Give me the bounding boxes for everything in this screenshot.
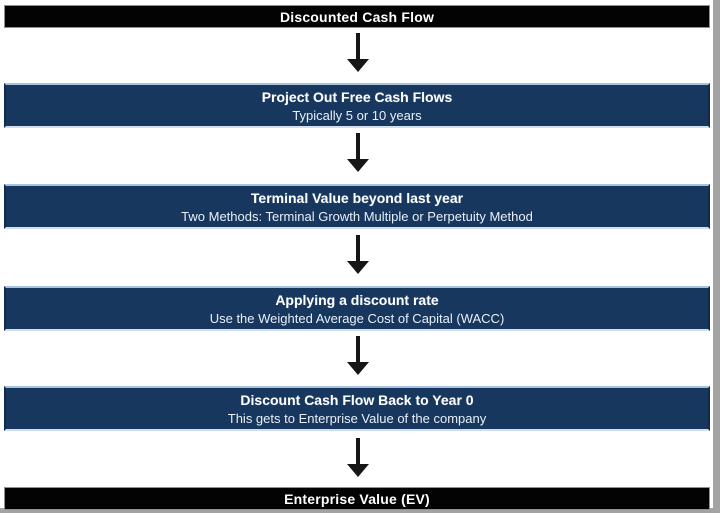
step-subtitle: This gets to Enterprise Value of the com… xyxy=(227,410,487,426)
step-box-discount-rate: Applying a discount rate Use the Weighte… xyxy=(4,286,710,331)
arrow-head xyxy=(347,59,369,72)
arrow-stem xyxy=(356,438,360,464)
arrow-down-icon xyxy=(347,133,369,172)
arrow-stem xyxy=(356,336,360,362)
flow-start-label: Discounted Cash Flow xyxy=(279,8,435,25)
step-title: Discount Cash Flow Back to Year 0 xyxy=(240,391,474,408)
arrow-stem xyxy=(356,133,360,159)
arrow-down-icon xyxy=(347,336,369,375)
arrow-head xyxy=(347,464,369,477)
step-box-terminal-value: Terminal Value beyond last year Two Meth… xyxy=(4,184,710,229)
step-title: Project Out Free Cash Flows xyxy=(261,88,453,105)
step-box-project-cash-flows: Project Out Free Cash Flows Typically 5 … xyxy=(4,83,710,128)
arrow-down-icon xyxy=(347,33,369,72)
flow-start-bar: Discounted Cash Flow xyxy=(4,5,710,28)
arrow-head xyxy=(347,362,369,375)
arrow-head xyxy=(347,159,369,172)
step-box-discount-back: Discount Cash Flow Back to Year 0 This g… xyxy=(4,386,710,431)
step-title: Terminal Value beyond last year xyxy=(250,189,464,206)
arrow-stem xyxy=(356,235,360,261)
flow-end-label: Enterprise Value (EV) xyxy=(284,490,430,507)
arrow-down-icon xyxy=(347,438,369,477)
flow-end-bar: Enterprise Value (EV) xyxy=(4,487,710,510)
step-subtitle: Two Methods: Terminal Growth Multiple or… xyxy=(181,208,533,224)
step-subtitle: Typically 5 or 10 years xyxy=(292,107,422,123)
arrow-down-icon xyxy=(347,235,369,274)
arrow-head xyxy=(347,261,369,274)
step-subtitle: Use the Weighted Average Cost of Capital… xyxy=(209,310,505,326)
step-title: Applying a discount rate xyxy=(275,291,439,308)
arrow-stem xyxy=(356,33,360,59)
